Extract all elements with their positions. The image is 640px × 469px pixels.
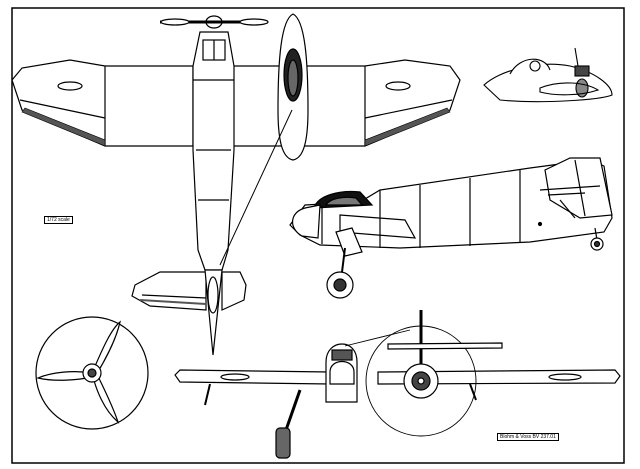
front-view-left-wing <box>174 369 331 385</box>
top-view <box>11 13 461 356</box>
scale-label: 1/72 scale <box>44 216 73 224</box>
aircraft-title-label: Blohm & Voss BV 237.01 <box>497 433 559 441</box>
front-view <box>174 310 621 459</box>
top-view-fuselage <box>192 31 235 271</box>
cockpit-detail-view <box>483 47 613 103</box>
propeller-detail-view <box>35 316 149 430</box>
side-view <box>289 157 613 299</box>
